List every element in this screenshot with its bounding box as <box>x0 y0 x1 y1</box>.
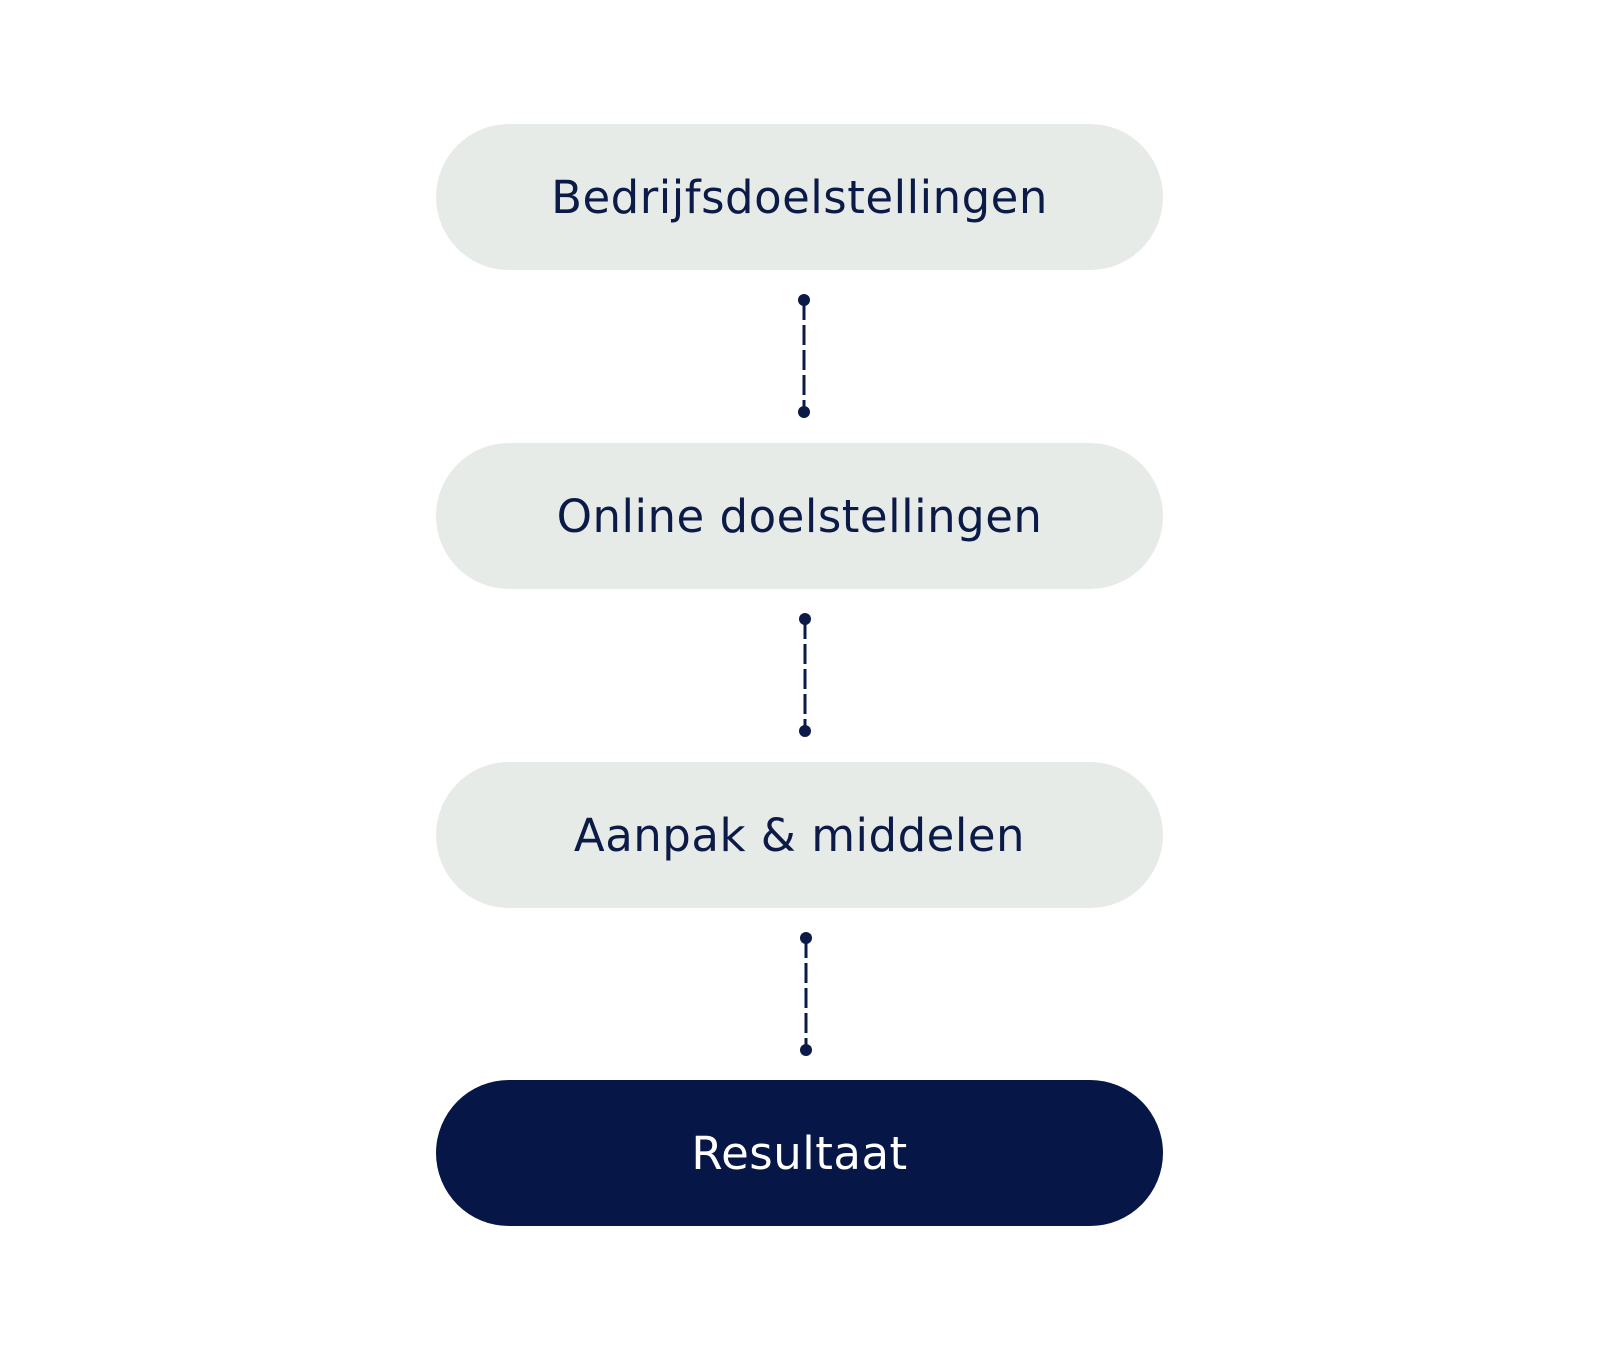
connector-1 <box>798 294 810 418</box>
connector-2 <box>799 613 811 737</box>
step-online-doelstellingen: Online doelstellingen <box>436 443 1163 589</box>
step-label: Resultaat <box>691 1126 908 1180</box>
connector-3 <box>800 932 812 1056</box>
step-label: Online doelstellingen <box>556 489 1043 543</box>
step-label: Aanpak & middelen <box>573 808 1026 862</box>
step-bedrijfsdoelstellingen: Bedrijfsdoelstellingen <box>436 124 1163 270</box>
step-label: Bedrijfsdoelstellingen <box>551 170 1048 224</box>
step-aanpak-middelen: Aanpak & middelen <box>436 762 1163 908</box>
step-resultaat: Resultaat <box>436 1080 1163 1226</box>
